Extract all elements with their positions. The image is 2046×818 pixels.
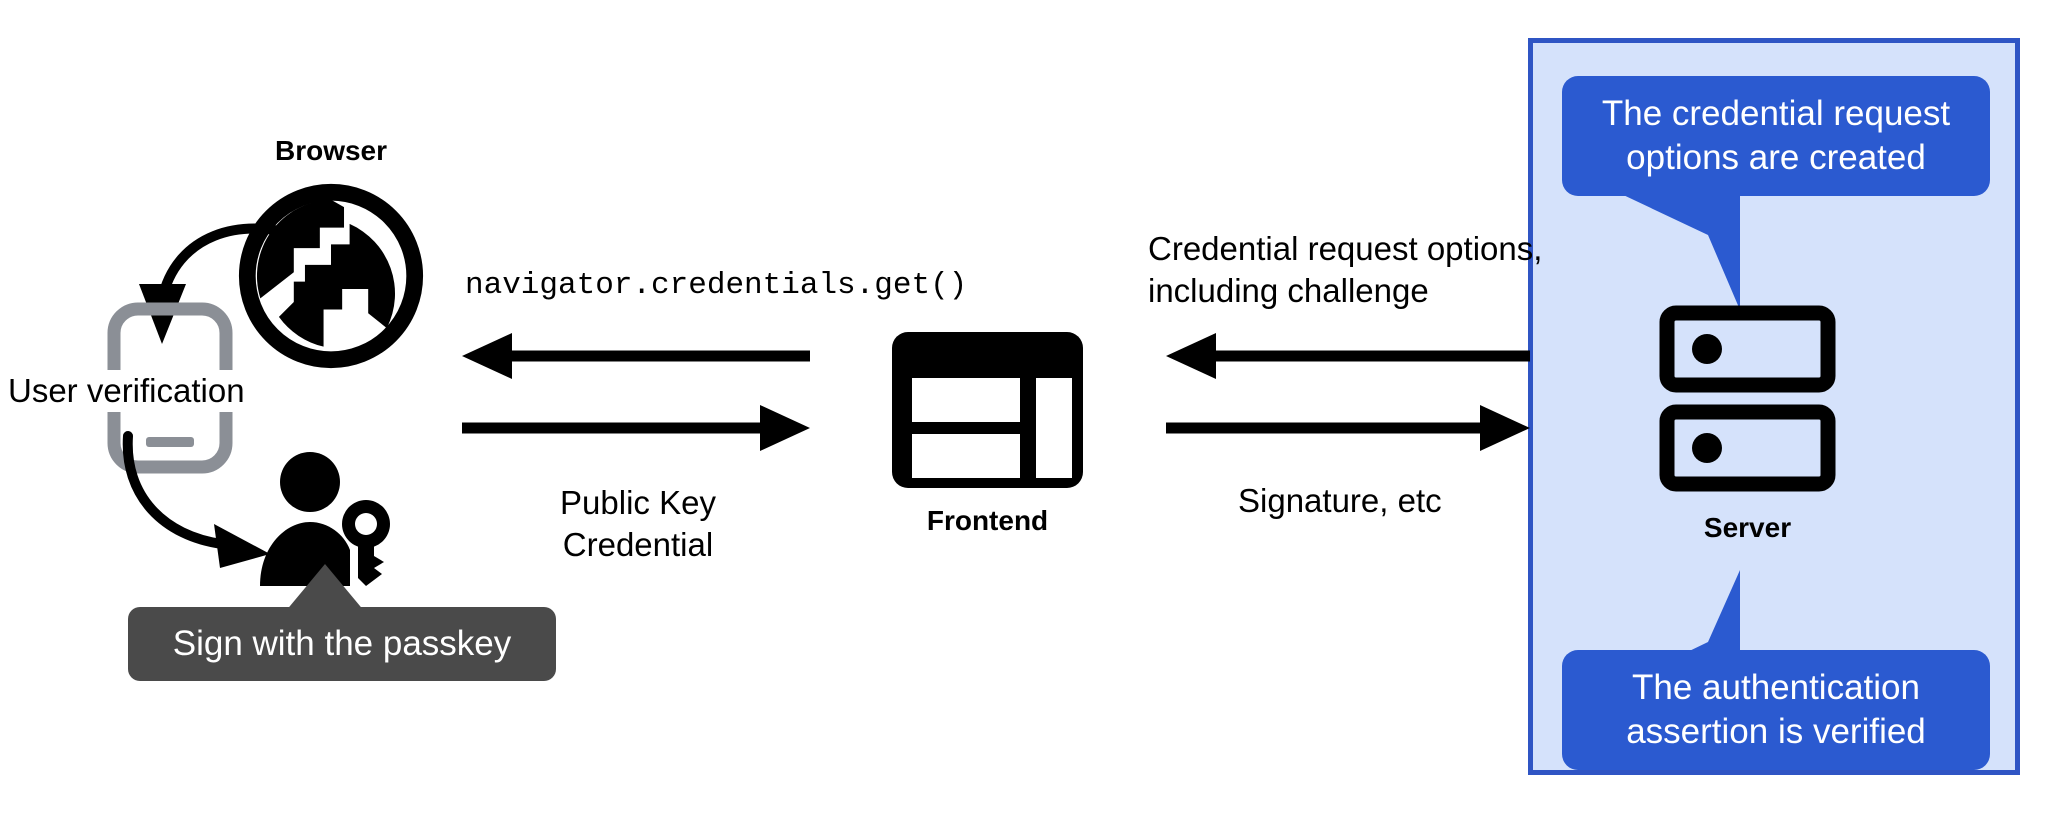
arrow-right-icon-left-group	[462, 405, 810, 451]
right-top-flow-label: Credential request options, including ch…	[1148, 230, 1543, 310]
server-callout-top-tail	[1600, 180, 1740, 310]
browser-title: Browser	[274, 135, 388, 166]
left-top-flow-label: navigator.credentials.get()	[465, 268, 968, 303]
server-title: Server	[1703, 512, 1792, 543]
arrow-left-icon-left-group	[462, 333, 810, 379]
curved-arrow-down-right-icon	[122, 431, 270, 568]
passkey-tooltip-tail	[280, 564, 370, 618]
arrow-right-icon-right-group	[1166, 405, 1530, 451]
web-layout-icon	[892, 332, 1083, 488]
left-bottom-flow-label: Public Key Credential	[560, 484, 716, 564]
user-verification-label: User verification	[8, 370, 268, 413]
passkey-tooltip: Sign with the passkey	[128, 607, 556, 681]
frontend-title: Frontend	[926, 505, 1049, 536]
arrow-left-icon-right-group	[1166, 333, 1530, 379]
right-bottom-flow-label: Signature, etc	[1238, 482, 1442, 519]
globe-icon	[238, 183, 424, 369]
server-callout-top: The credential request options are creat…	[1562, 76, 1990, 197]
server-callout-bottom: The authentication assertion is verified	[1562, 650, 1990, 771]
server-racks-icon	[1659, 305, 1836, 492]
